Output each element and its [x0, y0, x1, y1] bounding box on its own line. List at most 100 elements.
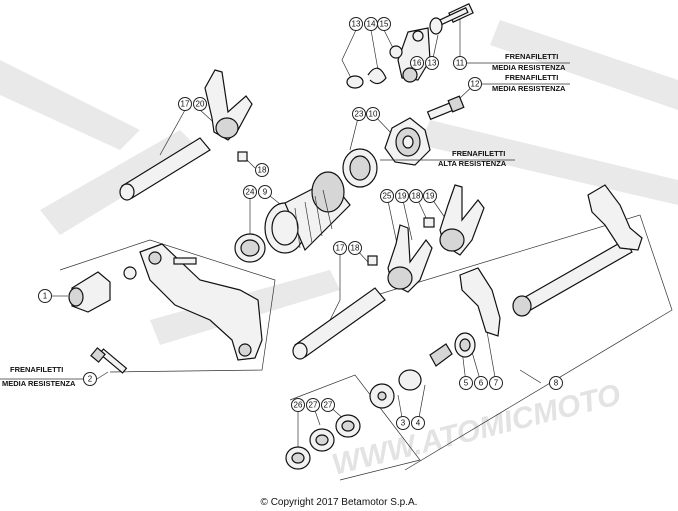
bolt-11: [429, 3, 474, 35]
callout-10: 10: [366, 107, 380, 121]
callout-13b: 13: [425, 56, 439, 70]
svg-text:26: 26: [294, 401, 303, 410]
svg-text:23: 23: [355, 110, 364, 119]
callout-8: 8: [549, 376, 563, 390]
callout-24: 24: [243, 185, 257, 199]
shift-pedal: [68, 243, 263, 361]
svg-text:FRENAFILETTI: FRENAFILETTI: [452, 149, 505, 158]
note-frenafiletti-2: FRENAFILETTI MEDIA RESISTENZA: [0, 365, 83, 388]
svg-text:2: 2: [88, 375, 93, 384]
svg-text:MEDIA RESISTENZA: MEDIA RESISTENZA: [492, 63, 566, 72]
callout-1: 1: [38, 289, 52, 303]
svg-text:FRENAFILETTI: FRENAFILETTI: [505, 73, 558, 82]
callout-9: 9: [258, 185, 272, 199]
svg-text:4: 4: [416, 419, 421, 428]
callout-19b: 19: [423, 189, 437, 203]
svg-text:24: 24: [246, 188, 255, 197]
svg-text:5: 5: [464, 379, 469, 388]
svg-text:12: 12: [471, 80, 480, 89]
callouts: 13 14 15 16 13 11 12 17 20 18 23 10 24 9…: [38, 17, 563, 430]
svg-text:FRENAFILETTI: FRENAFILETTI: [10, 365, 63, 374]
shift-fork-20: [204, 69, 253, 162]
callout-7: 7: [489, 376, 503, 390]
parts: [68, 3, 643, 470]
svg-text:11: 11: [456, 59, 465, 68]
spring-14: [346, 67, 387, 89]
callout-3: 3: [396, 416, 410, 430]
assembly-frames: [59, 214, 673, 481]
svg-text:8: 8: [554, 379, 559, 388]
callout-17a: 17: [178, 97, 192, 111]
svg-text:FRENAFILETTI: FRENAFILETTI: [505, 52, 558, 61]
svg-text:18: 18: [351, 244, 360, 253]
svg-text:6: 6: [479, 379, 484, 388]
callout-18b: 18: [409, 189, 423, 203]
callout-2: 2: [83, 372, 97, 386]
note-frenafiletti-11: FRENAFILETTI MEDIA RESISTENZA: [467, 52, 570, 72]
svg-text:27: 27: [324, 401, 333, 410]
copyright-text: © Copyright 2017 Betamotor S.p.A.: [260, 497, 418, 508]
bolt-12: [426, 95, 465, 121]
callout-14: 14: [364, 17, 378, 31]
svg-text:27: 27: [309, 401, 318, 410]
svg-text:19: 19: [398, 192, 407, 201]
star-wheel: [384, 117, 431, 166]
note-frenafiletti-10: FRENAFILETTI ALTA RESISTENZA: [380, 149, 515, 168]
bearing-24: [234, 233, 266, 263]
shift-shaft: [512, 184, 643, 317]
shift-drum: [264, 171, 351, 254]
svg-text:18: 18: [258, 166, 267, 175]
svg-text:1: 1: [43, 292, 48, 301]
bolt-2: [90, 347, 128, 374]
callout-20: 20: [193, 97, 207, 111]
svg-text:9: 9: [263, 188, 268, 197]
callout-23: 23: [352, 107, 366, 121]
callout-18c: 18: [348, 241, 362, 255]
detent-lever: [389, 27, 431, 83]
callout-12: 12: [468, 77, 482, 91]
callout-27b: 27: [321, 398, 335, 412]
callout-25: 25: [380, 189, 394, 203]
callout-18a: 18: [255, 163, 269, 177]
bearing-23: [342, 148, 378, 188]
svg-text:19: 19: [426, 192, 435, 201]
callout-16: 16: [410, 56, 424, 70]
bushings: [285, 414, 361, 470]
svg-text:17: 17: [336, 244, 345, 253]
shift-fork-19-right: [439, 184, 485, 256]
svg-text:25: 25: [383, 192, 392, 201]
callout-11: 11: [453, 56, 467, 70]
svg-text:13: 13: [428, 59, 437, 68]
fork-rod-lower: [292, 287, 386, 360]
svg-text:ALTA RESISTENZA: ALTA RESISTENZA: [438, 159, 507, 168]
svg-text:17: 17: [181, 100, 190, 109]
svg-text:MEDIA RESISTENZA: MEDIA RESISTENZA: [2, 379, 76, 388]
svg-text:16: 16: [413, 59, 422, 68]
note-frenafiletti-12: FRENAFILETTI MEDIA RESISTENZA: [482, 73, 570, 93]
callout-6: 6: [474, 376, 488, 390]
svg-text:MEDIA RESISTENZA: MEDIA RESISTENZA: [492, 84, 566, 93]
callout-13a: 13: [349, 17, 363, 31]
svg-text:14: 14: [367, 20, 376, 29]
svg-text:3: 3: [401, 419, 406, 428]
svg-text:20: 20: [196, 100, 205, 109]
notes: FRENAFILETTI MEDIA RESISTENZA FRENAFILET…: [0, 52, 570, 388]
callout-26: 26: [291, 398, 305, 412]
callout-15: 15: [377, 17, 391, 31]
callout-4: 4: [411, 416, 425, 430]
svg-text:15: 15: [380, 20, 389, 29]
selector-plate: [459, 267, 501, 337]
svg-text:18: 18: [412, 192, 421, 201]
clip-3-4: [369, 369, 422, 409]
fork-rod-upper: [119, 137, 211, 201]
svg-text:7: 7: [494, 379, 499, 388]
svg-text:10: 10: [369, 110, 378, 119]
svg-text:13: 13: [352, 20, 361, 29]
callout-5: 5: [459, 376, 473, 390]
return-spring: [429, 332, 476, 367]
callout-27a: 27: [306, 398, 320, 412]
shift-fork-19-left: [367, 217, 435, 293]
callout-19a: 19: [395, 189, 409, 203]
